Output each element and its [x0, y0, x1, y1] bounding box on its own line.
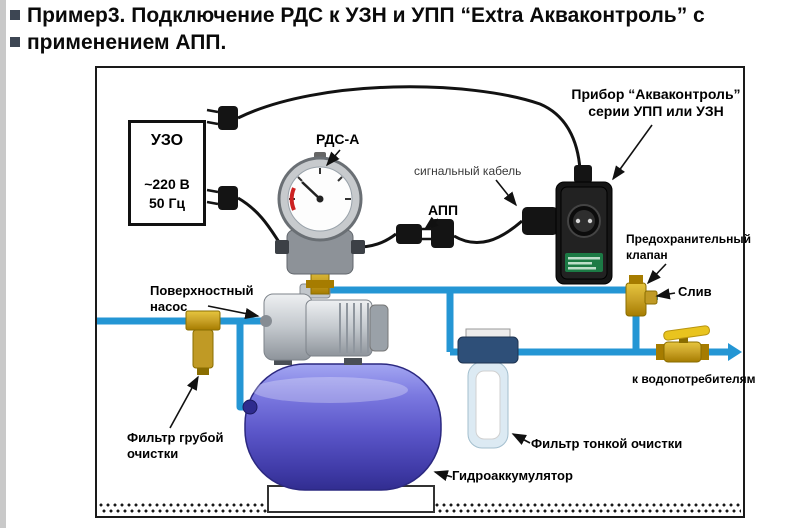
label-accumulator: Гидроаккумулятор	[452, 468, 573, 483]
label-rds: РДС-А	[316, 131, 360, 147]
tank-flange	[242, 399, 258, 415]
page-title: Пример3. Подключение РДС к УЗН и УПП “Ex…	[10, 2, 806, 56]
uzo-voltage: ~220 В	[144, 176, 190, 192]
label-consumers: к водопотребителям	[632, 372, 756, 386]
label-surface-pump: Поверхностный насос	[150, 283, 254, 315]
arrow-fine-filter	[511, 433, 531, 445]
arrow-pump	[207, 305, 260, 319]
arrow-app	[423, 216, 439, 230]
app-connector	[396, 219, 454, 248]
label-safety-valve-line1: Предохранительный	[626, 232, 752, 246]
valve-lever	[663, 325, 710, 341]
label-fine-filter: Фильтр тонкой очистки	[531, 436, 683, 451]
rds-pressure-switch	[275, 152, 365, 295]
uzo-title: УЗО	[150, 132, 184, 149]
arrow-safety-valve	[646, 263, 667, 285]
label-controller-line2: серии УПП или УЗН	[588, 103, 724, 119]
arrow-accumulator	[433, 470, 453, 481]
label-surface-pump-line1: Поверхностный	[150, 283, 254, 298]
label-surface-pump-line2: насос	[150, 299, 188, 314]
controller-top-plug	[574, 165, 592, 183]
window-edge	[0, 0, 6, 528]
coarse-filter	[185, 310, 221, 375]
arrow-drain	[655, 288, 676, 300]
plug-top	[206, 106, 238, 130]
arrow-rds	[325, 149, 341, 167]
hydroaccumulator-tank	[242, 363, 442, 491]
controller-input-plug	[522, 207, 558, 235]
title-line-2: применением АПП.	[10, 29, 806, 56]
safety-valve	[625, 275, 658, 317]
uzo-breaker-box: УЗО ~220 В 50 Гц	[128, 120, 206, 226]
label-safety-valve-line2: клапан	[626, 248, 668, 262]
ball-valve	[656, 325, 710, 363]
arrow-signal-cable	[495, 179, 517, 207]
arrow-coarse-filter	[169, 375, 199, 429]
app-to-controller-cable	[453, 219, 523, 245]
power-cables	[237, 85, 582, 249]
uzo-rating: ~220 В 50 Гц	[144, 176, 190, 211]
rds-power-cable	[237, 196, 283, 246]
tank-feed-pipe	[236, 321, 250, 411]
aquacontrol-controller	[555, 181, 613, 285]
arrow-controller	[612, 124, 653, 181]
plug-bottom	[206, 186, 238, 210]
title-text-2: применением АПП.	[27, 31, 227, 54]
surface-pump	[260, 283, 389, 365]
label-arrows	[169, 124, 676, 481]
label-controller: Прибор “Акваконтроль” серии УПП или УЗН	[566, 86, 746, 120]
power-plugs	[206, 106, 592, 248]
label-drain: Слив	[678, 284, 712, 299]
list-bullet-icon	[10, 37, 20, 47]
label-coarse-filter-line2: очистки	[127, 446, 179, 461]
title-line-1: Пример3. Подключение РДС к УЗН и УПП “Ex…	[10, 2, 806, 29]
label-coarse-filter-line1: Фильтр грубой	[127, 430, 224, 445]
label-safety-valve: Предохранительный клапан	[626, 231, 751, 263]
label-app: АПП	[428, 202, 459, 218]
list-bullet-icon	[10, 10, 20, 20]
rds-to-app-cable	[360, 232, 397, 249]
controller-power-cable	[237, 85, 582, 171]
title-text-1: Пример3. Подключение РДС к УЗН и УПП “Ex…	[27, 4, 705, 27]
label-coarse-filter: Фильтр грубой очистки	[127, 430, 224, 462]
label-signal-cable: сигнальный кабель	[414, 164, 522, 178]
flow-arrow	[728, 343, 742, 361]
uzo-frequency: 50 Гц	[148, 195, 185, 211]
label-controller-line1: Прибор “Акваконтроль”	[571, 86, 741, 102]
fine-filter	[457, 328, 519, 449]
